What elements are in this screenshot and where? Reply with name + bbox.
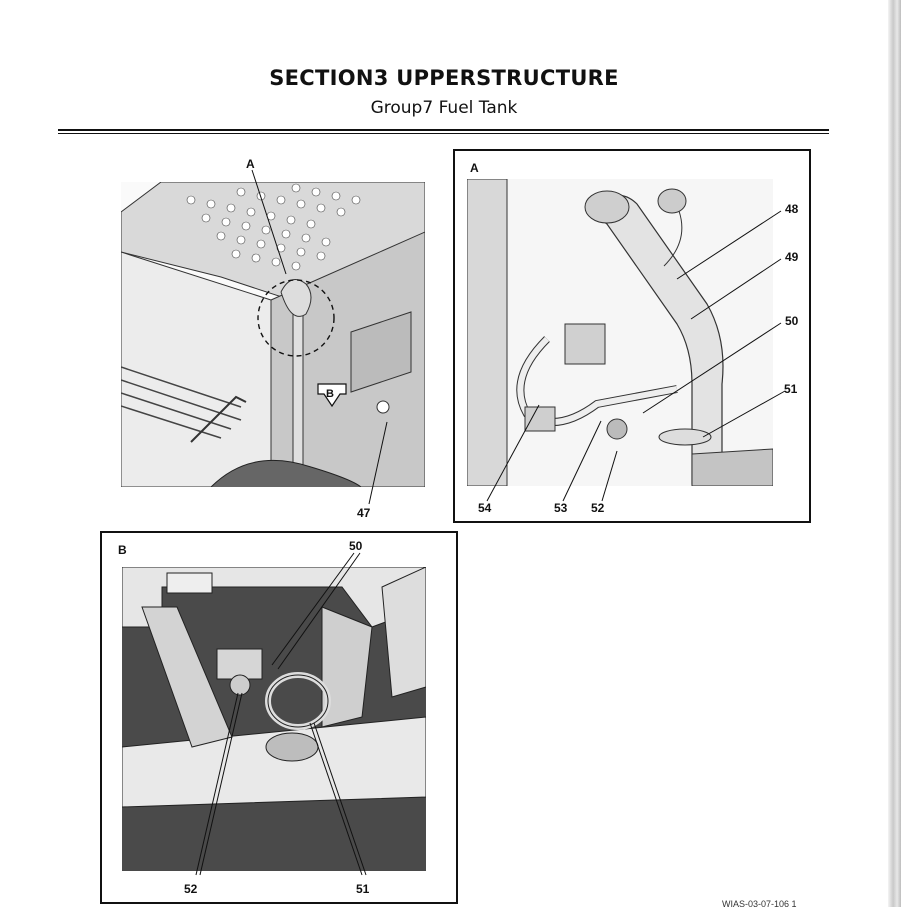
detail-a-panel: A 48 49 50 51	[453, 149, 811, 523]
header-rule-bottom	[58, 133, 829, 134]
detail-a-marker-circle	[257, 279, 335, 357]
callout-47: 47	[357, 506, 371, 520]
detail-a-drawing	[467, 179, 773, 486]
detail-a-panel-label: A	[470, 161, 479, 175]
callout-48: 48	[785, 202, 799, 216]
view-b-arrow	[317, 383, 347, 408]
callout-b-51: 51	[356, 882, 370, 896]
group-title: Group7 Fuel Tank	[370, 98, 518, 118]
figure-code: WIAS-03-07-106 1	[722, 899, 797, 909]
page-edge-shadow	[888, 0, 901, 907]
callout-52: 52	[591, 501, 605, 515]
callout-b-50: 50	[349, 539, 363, 553]
callout-b-52: 52	[184, 882, 198, 896]
callout-54: 54	[478, 501, 492, 515]
callout-53: 53	[554, 501, 568, 515]
overview-view-b-label: B	[326, 388, 334, 400]
detail-b-panel: B 50 52 51	[100, 531, 458, 904]
leader-line-47	[368, 421, 388, 505]
header-rule-top	[58, 129, 829, 131]
overview-detail-a-label: A	[246, 157, 255, 171]
section-title: SECTION3 UPPERSTRUCTURE	[269, 66, 619, 90]
detail-a-leader-lines	[486, 210, 786, 502]
callout-50: 50	[785, 314, 799, 328]
callout-51: 51	[784, 382, 798, 396]
callout-49: 49	[785, 250, 799, 264]
detail-b-leader-lines	[195, 552, 367, 876]
leader-line-a	[251, 169, 287, 275]
detail-b-panel-label: B	[118, 543, 127, 557]
